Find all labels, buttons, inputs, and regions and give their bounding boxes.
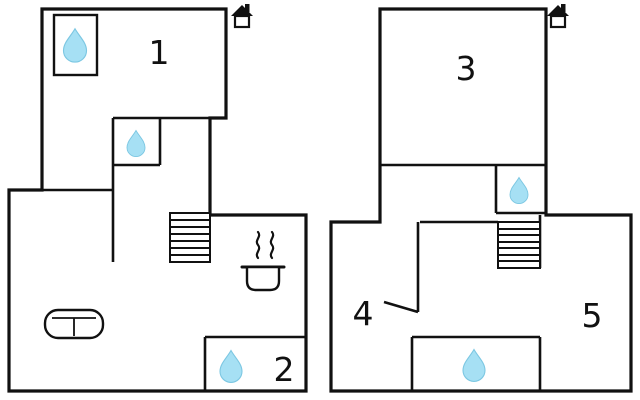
room-3-label: 3 [456, 49, 477, 88]
house-icon [229, 2, 255, 29]
room-1-label: 1 [149, 33, 170, 72]
room-4-label: 4 [353, 294, 374, 333]
sofa-icon [43, 308, 105, 340]
stairs [497, 221, 541, 269]
right-floor-plan: 3 4 5 [329, 2, 633, 393]
room-5-label: 5 [582, 296, 603, 335]
room-2-label: 2 [274, 350, 295, 389]
left-floor-plan: 1 2 [7, 2, 308, 393]
left-plan-outer-walls [7, 7, 308, 393]
right-plan-outer-walls [329, 7, 633, 393]
left-plan-interior-walls [42, 116, 306, 391]
house-icon [545, 2, 571, 29]
stairs [169, 212, 211, 263]
cooking-pot-icon [240, 230, 286, 292]
